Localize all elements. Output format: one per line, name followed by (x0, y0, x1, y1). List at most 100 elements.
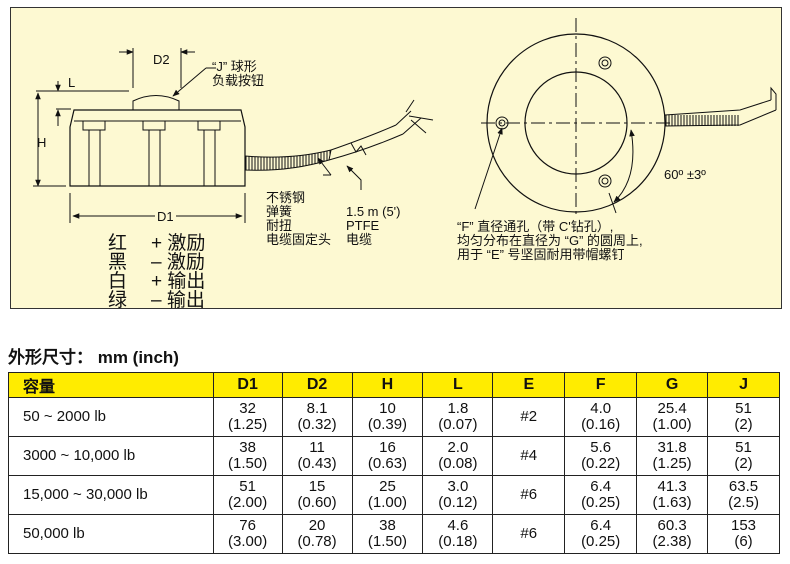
inch-value: (0.08) (438, 455, 478, 472)
inch-value: (2) (734, 455, 753, 472)
inch-value: (1.50) (367, 533, 408, 550)
value-cell: 4.0(0.16) (564, 397, 638, 437)
mm-value: 4.0 (590, 400, 612, 417)
column-header: D2 (281, 372, 353, 398)
mm-value: 15 (308, 478, 326, 495)
column-header: D1 (212, 372, 283, 398)
value-cell: 38(1.50) (212, 436, 283, 476)
inch-value: (0.12) (438, 494, 478, 511)
mm-value: 10 (379, 400, 396, 417)
mm-value: 41.3 (657, 478, 687, 495)
wire-signal: + 输出 (151, 271, 206, 292)
mm-value: 5.6 (590, 439, 612, 456)
inch-value: (6) (734, 533, 753, 550)
value-cell: 60.3(2.38) (636, 514, 709, 554)
mm-value: 51 (239, 478, 256, 495)
mm-value: 4.6 (447, 517, 469, 534)
inch-value: (1.25) (228, 416, 268, 433)
mm-value: 63.5 (728, 478, 759, 495)
load-cell-drawing (33, 18, 777, 223)
angle-label: 60º ±3º (664, 167, 706, 182)
mm-value: 25.4 (657, 400, 687, 417)
mm-value: 38 (379, 517, 396, 534)
value-cell: 1.8(0.07) (422, 397, 494, 437)
inch-value: (0.07) (438, 416, 478, 433)
value-cell: 4.6(0.18) (422, 514, 494, 554)
wire-color: 黑 (108, 252, 128, 273)
column-header: J (707, 372, 780, 398)
inch-value: (0.43) (297, 455, 337, 472)
mm-value: 16 (379, 439, 396, 456)
mm-value: #6 (520, 486, 538, 503)
value-cell: 51(2.00) (212, 475, 283, 515)
inch-value: (0.18) (438, 533, 478, 550)
mm-value: 1.8 (447, 400, 469, 417)
wire-color: 白 (108, 271, 128, 292)
dim-l-label: L (68, 75, 76, 90)
diagram-panel: D2 L H D1 “J” 球形负载按钮 不锈钢弹簧耐扭电缆固定头 1.5 m … (10, 7, 782, 311)
column-header: H (351, 372, 424, 398)
value-cell: 63.5(2.5) (707, 475, 780, 515)
inch-value: (1.00) (652, 416, 692, 433)
mm-value: 11 (309, 439, 325, 456)
mm-value: 20 (308, 517, 326, 534)
column-header: G (636, 372, 709, 398)
inch-value: (0.63) (367, 455, 408, 472)
capacity-cell: 3000 ~ 10,000 lb (8, 436, 214, 476)
inch-value: (2.00) (228, 494, 268, 511)
value-cell: 32(1.25) (212, 397, 283, 437)
mm-value: 2.0 (447, 439, 469, 456)
column-header: E (492, 372, 566, 398)
wire-signal: + 激励 (151, 233, 206, 254)
top-view (474, 18, 777, 218)
wire-signal: – 输出 (151, 290, 205, 311)
capacity-cell: 50,000 lb (8, 514, 214, 554)
capacity-cell: 15,000 ~ 30,000 lb (8, 475, 214, 515)
inch-value: (1.00) (367, 494, 408, 511)
mm-value: #4 (520, 447, 538, 464)
wire-color: 红 (108, 233, 128, 254)
column-header: L (422, 372, 494, 398)
value-cell: 10(0.39) (351, 397, 424, 437)
side-view (33, 48, 434, 223)
mm-value: 76 (239, 517, 256, 534)
inch-value: (1.50) (228, 455, 268, 472)
inch-value: (3.00) (228, 533, 268, 550)
value-cell: 31.8(1.25) (636, 436, 709, 476)
mm-value: 31.8 (657, 439, 687, 456)
hole-note: “F” 直径通孔（带 C'钻孔）,均匀分布在直径为 “G” 的圆周上,用于 “E… (457, 219, 643, 262)
inch-value: (1.63) (652, 494, 692, 511)
dim-d1-label: D1 (155, 209, 176, 224)
value-cell: #6 (492, 514, 566, 554)
value-cell: 25(1.00) (351, 475, 424, 515)
value-cell: 5.6(0.22) (564, 436, 638, 476)
inch-value: (0.60) (297, 494, 337, 511)
value-cell: 38(1.50) (351, 514, 424, 554)
value-cell: #2 (492, 397, 566, 437)
mm-value: 60.3 (657, 517, 687, 534)
inch-value: (0.78) (297, 533, 337, 550)
mm-value: 25 (379, 478, 396, 495)
inch-value: (2) (734, 416, 753, 433)
inch-value: (0.16) (581, 416, 621, 433)
inch-value: (2.5) (728, 494, 759, 511)
capacity-cell: 50 ~ 2000 lb (8, 397, 214, 437)
value-cell: 16(0.63) (351, 436, 424, 476)
inch-value: (1.25) (652, 455, 692, 472)
value-cell: 6.4(0.25) (564, 475, 638, 515)
spring-label: 不锈钢弹簧耐扭电缆固定头 (266, 190, 332, 247)
value-cell: 51(2) (707, 397, 780, 437)
column-header: F (564, 372, 638, 398)
mm-value: 51 (735, 439, 752, 456)
value-cell: 76(3.00) (212, 514, 283, 554)
value-cell: 6.4(0.25) (564, 514, 638, 554)
value-cell: 25.4(1.00) (636, 397, 709, 437)
button-label: “J” 球形负载按钮 (212, 59, 265, 88)
value-cell: 153(6) (707, 514, 780, 554)
